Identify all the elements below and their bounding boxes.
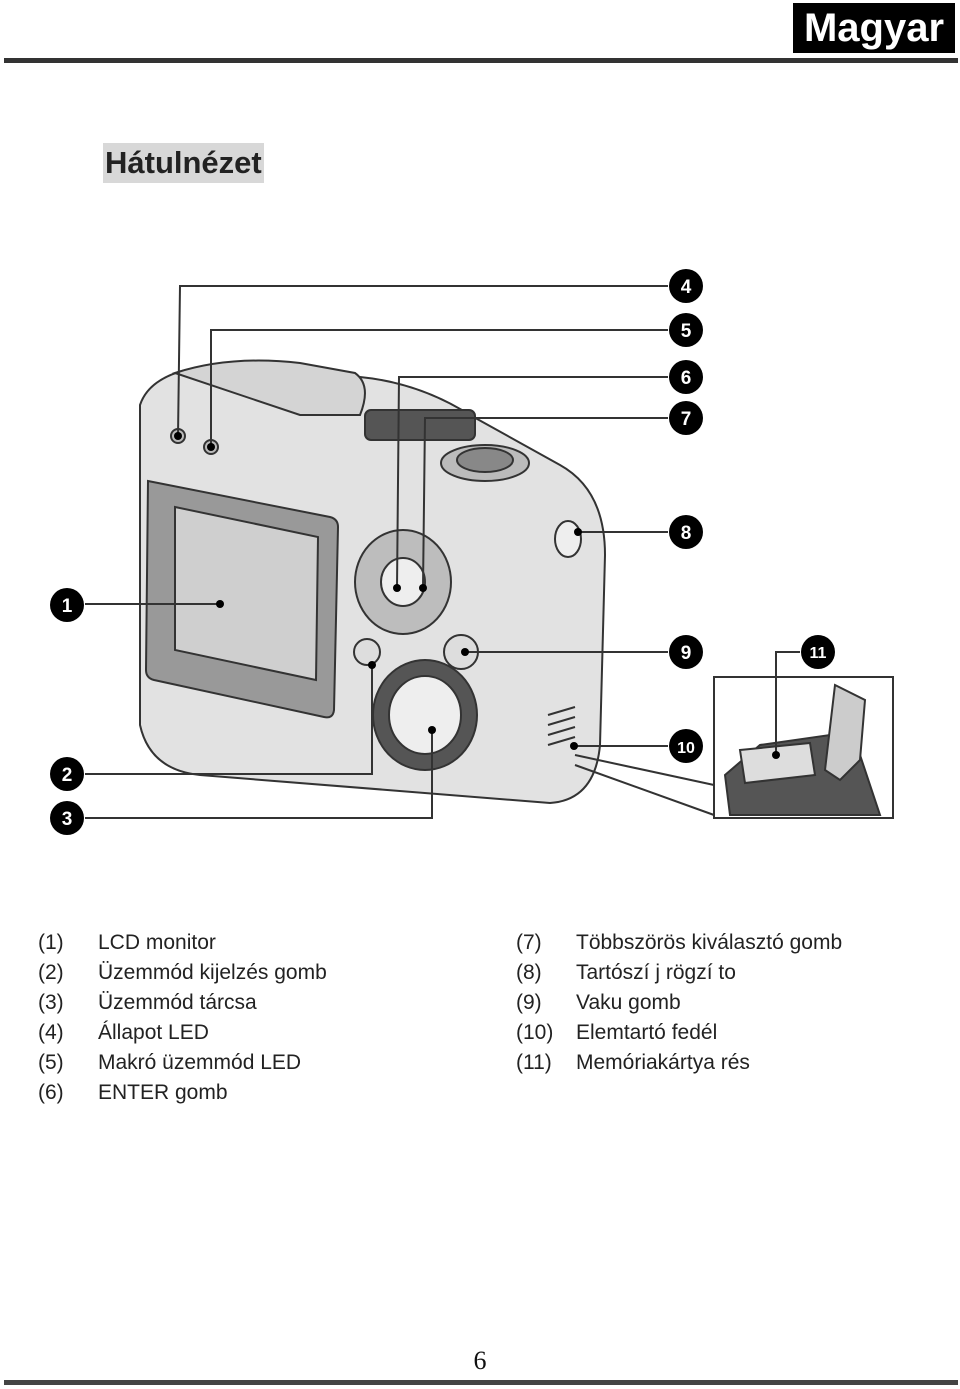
callout-8: 8 (669, 515, 703, 549)
list-item: (4) Állapot LED (38, 1018, 327, 1048)
camera-rear-figure: 1 2 3 4 5 6 7 8 9 10 11 (0, 255, 960, 855)
item-number: (3) (38, 991, 64, 1014)
parts-list-right: (7) Többszörös kiválasztó gomb (8) Tartósz… (516, 928, 842, 1078)
callout-1: 1 (50, 588, 84, 622)
item-label: Elemtartó fedél (576, 1021, 718, 1044)
item-label: Makró üzemmód LED (98, 1051, 302, 1074)
svg-text:7: 7 (681, 409, 692, 430)
svg-text:9: 9 (681, 643, 692, 664)
item-label: Üzemmód tárcsa (98, 991, 257, 1014)
item-number: (1) (38, 931, 64, 954)
svg-text:8: 8 (681, 523, 692, 544)
callout-11: 11 (801, 635, 835, 669)
callout-2: 2 (50, 757, 84, 791)
item-label: Memóriakártya rés (576, 1051, 750, 1074)
item-label: Állapot LED (98, 1021, 209, 1044)
item-number: (8) (516, 961, 542, 984)
list-item: (11) Memóriakártya rés (516, 1048, 842, 1078)
callout-dots (174, 432, 780, 759)
header-rule (4, 58, 958, 63)
item-number: (7) (516, 931, 542, 954)
item-number: (4) (38, 1021, 64, 1044)
item-number: (2) (38, 961, 64, 984)
item-number: (11) (516, 1051, 552, 1074)
camera-illustration (139, 359, 894, 819)
list-item: (5) Makró üzemmód LED (38, 1048, 327, 1078)
callout-3: 3 (50, 801, 84, 835)
item-label: Vaku gomb (576, 991, 681, 1014)
item-number: (9) (516, 991, 542, 1014)
item-label: Tartószí j rögzí to (576, 961, 736, 984)
callout-10: 10 (669, 729, 703, 763)
svg-text:4: 4 (681, 277, 692, 298)
page-number: 6 (473, 1346, 487, 1375)
svg-text:10: 10 (677, 740, 695, 757)
svg-text:5: 5 (681, 321, 692, 342)
item-label: LCD monitor (98, 931, 216, 954)
list-item: (7) Többszörös kiválasztó gomb (516, 928, 842, 958)
list-item: (2) Üzemmód kijelzés gomb (38, 958, 327, 988)
svg-text:6: 6 (681, 368, 692, 389)
item-number: (10) (516, 1021, 554, 1044)
callout-9: 9 (669, 635, 703, 669)
item-number: (6) (38, 1081, 64, 1104)
callout-leader-lines (85, 285, 800, 819)
callout-6: 6 (669, 360, 703, 394)
list-item: (6) ENTER gomb (38, 1078, 327, 1108)
section-title: Hátulnézet (103, 143, 264, 183)
svg-text:2: 2 (62, 765, 73, 786)
svg-text:11: 11 (810, 645, 827, 662)
callout-7: 7 (669, 401, 703, 435)
svg-text:3: 3 (62, 809, 73, 830)
item-label: ENTER gomb (98, 1081, 228, 1104)
item-label: Többszörös kiválasztó gomb (576, 931, 843, 954)
svg-text:1: 1 (62, 596, 73, 617)
list-item: (9) Vaku gomb (516, 988, 842, 1018)
callout-4: 4 (669, 269, 703, 303)
list-item: (10) Elemtartó fedél (516, 1018, 842, 1048)
list-item: (3) Üzemmód tárcsa (38, 988, 327, 1018)
callout-5: 5 (669, 313, 703, 347)
footer-rule (4, 1380, 958, 1385)
item-label: Üzemmód kijelzés gomb (98, 961, 327, 984)
item-number: (5) (38, 1051, 64, 1074)
list-item: (1) LCD monitor (38, 928, 327, 958)
list-item: (8) Tartószí j rögzí to (516, 958, 842, 988)
language-tab: Magyar (793, 3, 955, 53)
parts-list-left: (1)LCD monitor (2)Üzemmód kijelzés gomb … (38, 928, 327, 1108)
